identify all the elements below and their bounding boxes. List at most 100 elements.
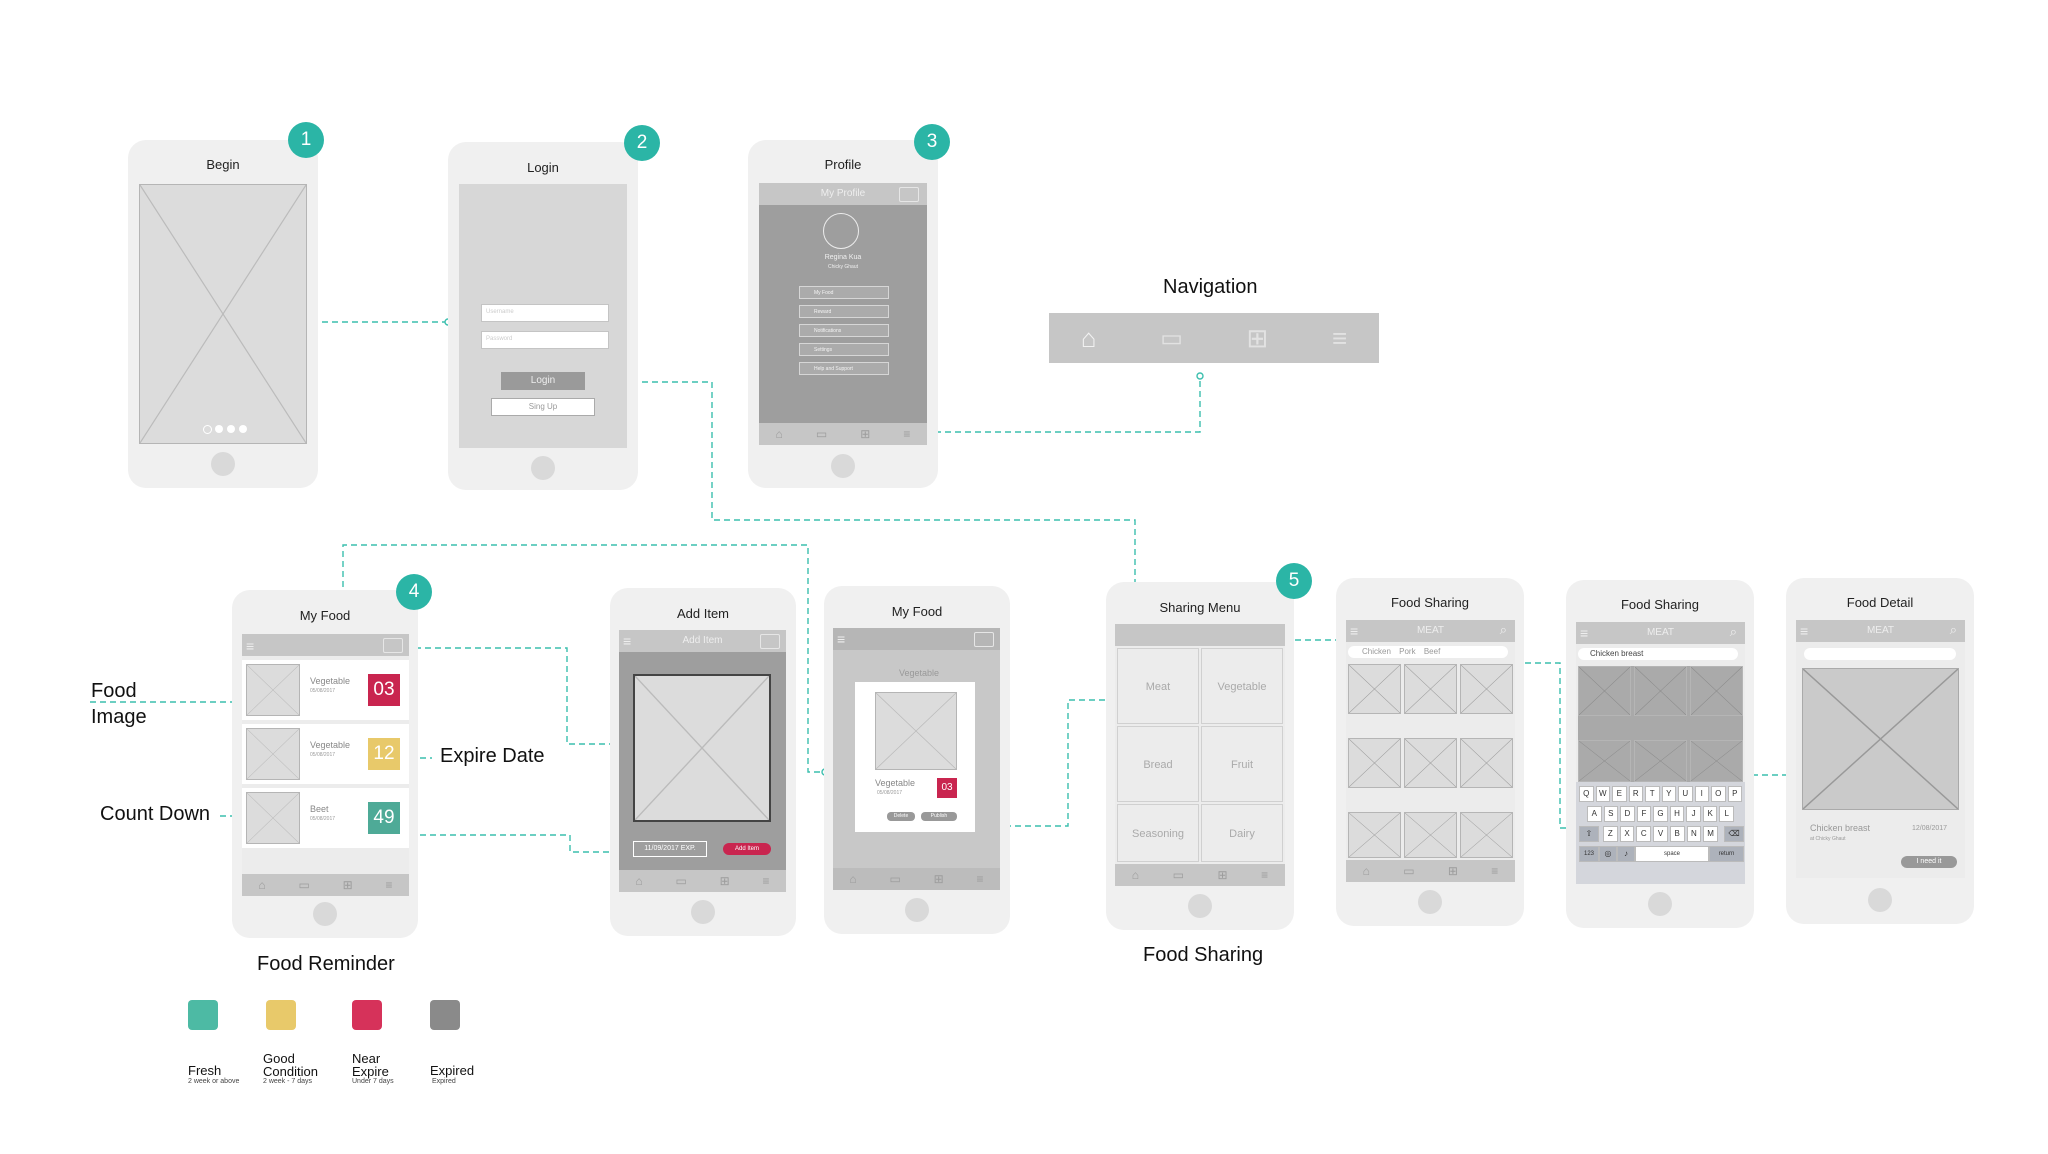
home-button[interactable] xyxy=(1188,894,1212,918)
home-button[interactable] xyxy=(831,454,855,478)
grid-icon[interactable]: ⊞ xyxy=(719,874,730,888)
keyboard-key[interactable]: E xyxy=(1612,786,1627,802)
search-icon[interactable]: ⌕ xyxy=(1729,624,1737,639)
chip-beef[interactable]: Beef xyxy=(1423,647,1441,656)
chat-icon[interactable]: ▭ xyxy=(675,874,687,888)
menu-icon[interactable]: ≡ xyxy=(762,874,770,888)
keyboard-key[interactable]: B xyxy=(1669,826,1685,842)
grid-tile[interactable] xyxy=(1348,738,1401,788)
add-item-button[interactable]: Add Item xyxy=(723,843,771,855)
shift-key[interactable]: ⇧ xyxy=(1579,826,1599,842)
home-icon[interactable]: ⌂ xyxy=(258,878,266,892)
need-it-button[interactable]: I need it xyxy=(1901,856,1957,868)
keyboard-key[interactable]: A xyxy=(1587,806,1602,822)
grid-tile[interactable] xyxy=(1348,664,1401,714)
grid-icon[interactable]: ⊞ xyxy=(1217,868,1228,882)
chat-icon[interactable]: ▭ xyxy=(889,872,901,886)
grid-tile[interactable] xyxy=(1690,740,1743,782)
page-dots[interactable] xyxy=(203,424,253,434)
numbers-key[interactable]: 123 xyxy=(1579,846,1599,862)
menu-item-settings[interactable]: Settings xyxy=(799,343,889,356)
grid-tile[interactable] xyxy=(1460,664,1513,714)
keyboard-key[interactable]: W xyxy=(1595,786,1610,802)
keyboard-key[interactable]: U xyxy=(1678,786,1693,802)
keyboard-key[interactable]: C xyxy=(1636,826,1652,842)
grid-tile[interactable] xyxy=(1460,738,1513,788)
publish-button[interactable]: Publish xyxy=(921,812,957,821)
home-icon[interactable]: ⌂ xyxy=(1080,322,1097,353)
home-button[interactable] xyxy=(1868,888,1892,912)
keyboard-key[interactable]: D xyxy=(1620,806,1635,822)
keyboard-key[interactable]: J xyxy=(1686,806,1701,822)
food-list-item[interactable]: Vegetable 05/08/2017 03 xyxy=(242,660,409,720)
category-seasoning[interactable]: Seasoning xyxy=(1117,804,1199,862)
search-bar[interactable] xyxy=(1804,648,1956,660)
search-icon[interactable]: ⌕ xyxy=(1499,622,1507,637)
keyboard-key[interactable]: M xyxy=(1703,826,1718,842)
category-vegetable[interactable]: Vegetable xyxy=(1201,648,1283,724)
grid-icon[interactable]: ⊞ xyxy=(933,872,944,886)
grid-tile[interactable] xyxy=(1690,666,1743,716)
home-icon[interactable]: ⌂ xyxy=(1362,864,1370,878)
camera-icon[interactable] xyxy=(760,634,780,649)
camera-viewfinder[interactable] xyxy=(633,674,771,822)
grid-icon[interactable]: ⊞ xyxy=(342,878,353,892)
camera-icon[interactable] xyxy=(899,187,919,202)
home-icon[interactable]: ⌂ xyxy=(849,872,857,886)
menu-icon[interactable]: ≡ xyxy=(1580,625,1589,641)
menu-icon[interactable]: ≡ xyxy=(246,638,255,654)
home-button[interactable] xyxy=(1418,890,1442,914)
camera-icon[interactable] xyxy=(974,632,994,647)
grid-tile[interactable] xyxy=(1348,812,1401,858)
keyboard-key[interactable]: S xyxy=(1603,806,1619,822)
food-list-item[interactable]: Beet 05/08/2017 49 xyxy=(242,788,409,848)
login-button[interactable]: Login xyxy=(501,372,585,390)
menu-icon[interactable]: ≡ xyxy=(1332,322,1348,353)
space-key[interactable]: space xyxy=(1635,846,1709,862)
expire-date-field[interactable]: 11/09/2017 EXP. xyxy=(633,841,707,857)
keyboard-key[interactable]: G xyxy=(1653,806,1668,822)
chat-icon[interactable]: ▭ xyxy=(815,427,828,441)
signup-button[interactable]: Sing Up xyxy=(491,398,595,416)
category-dairy[interactable]: Dairy xyxy=(1201,804,1283,862)
keyboard-key[interactable]: L xyxy=(1719,806,1734,822)
keyboard-key[interactable]: F xyxy=(1636,806,1652,822)
home-button[interactable] xyxy=(1648,892,1672,916)
keyboard-key[interactable]: K xyxy=(1702,806,1718,822)
chat-icon[interactable]: ▭ xyxy=(1172,868,1184,882)
food-list-item[interactable]: Vegetable 05/08/2017 12 xyxy=(242,724,409,784)
keyboard-key[interactable]: Q xyxy=(1579,786,1594,802)
menu-icon[interactable]: ≡ xyxy=(1350,623,1359,639)
chat-icon[interactable]: ▭ xyxy=(1403,864,1415,878)
chip-pork[interactable]: Pork xyxy=(1399,647,1416,656)
search-icon[interactable]: ⌕ xyxy=(1949,622,1957,637)
grid-tile[interactable] xyxy=(1634,740,1687,782)
backspace-key[interactable]: ⌫ xyxy=(1724,826,1744,842)
menu-item-my-food[interactable]: My Food xyxy=(799,286,889,299)
grid-icon[interactable]: ⊞ xyxy=(1246,322,1269,353)
globe-key[interactable]: ◎ xyxy=(1599,846,1617,862)
home-icon[interactable]: ⌂ xyxy=(635,874,643,888)
menu-item-reward[interactable]: Reward xyxy=(799,305,889,318)
keyboard-key[interactable]: I xyxy=(1694,786,1709,802)
camera-icon[interactable] xyxy=(383,638,403,653)
menu-item-notifications[interactable]: Notifications xyxy=(799,324,889,337)
grid-tile[interactable] xyxy=(1404,738,1457,788)
grid-tile[interactable] xyxy=(1634,666,1687,716)
keyboard-key[interactable]: P xyxy=(1727,786,1742,802)
chat-icon[interactable]: ▭ xyxy=(1160,324,1183,352)
grid-tile[interactable] xyxy=(1404,812,1457,858)
chat-icon[interactable]: ▭ xyxy=(298,878,310,892)
keyboard-key[interactable]: R xyxy=(1628,786,1643,802)
menu-icon[interactable]: ≡ xyxy=(903,427,911,441)
grid-tile[interactable] xyxy=(1404,664,1457,714)
home-button[interactable] xyxy=(313,902,337,926)
keyboard-key[interactable]: Z xyxy=(1603,826,1618,842)
password-field[interactable]: Password xyxy=(481,331,609,349)
keyboard-key[interactable]: T xyxy=(1645,786,1660,802)
grid-icon[interactable]: ⊞ xyxy=(1447,864,1458,878)
menu-icon[interactable]: ≡ xyxy=(1491,864,1499,878)
search-input[interactable]: Chicken breast xyxy=(1578,648,1738,660)
category-meat[interactable]: Meat xyxy=(1117,648,1199,724)
category-fruit[interactable]: Fruit xyxy=(1201,726,1283,802)
